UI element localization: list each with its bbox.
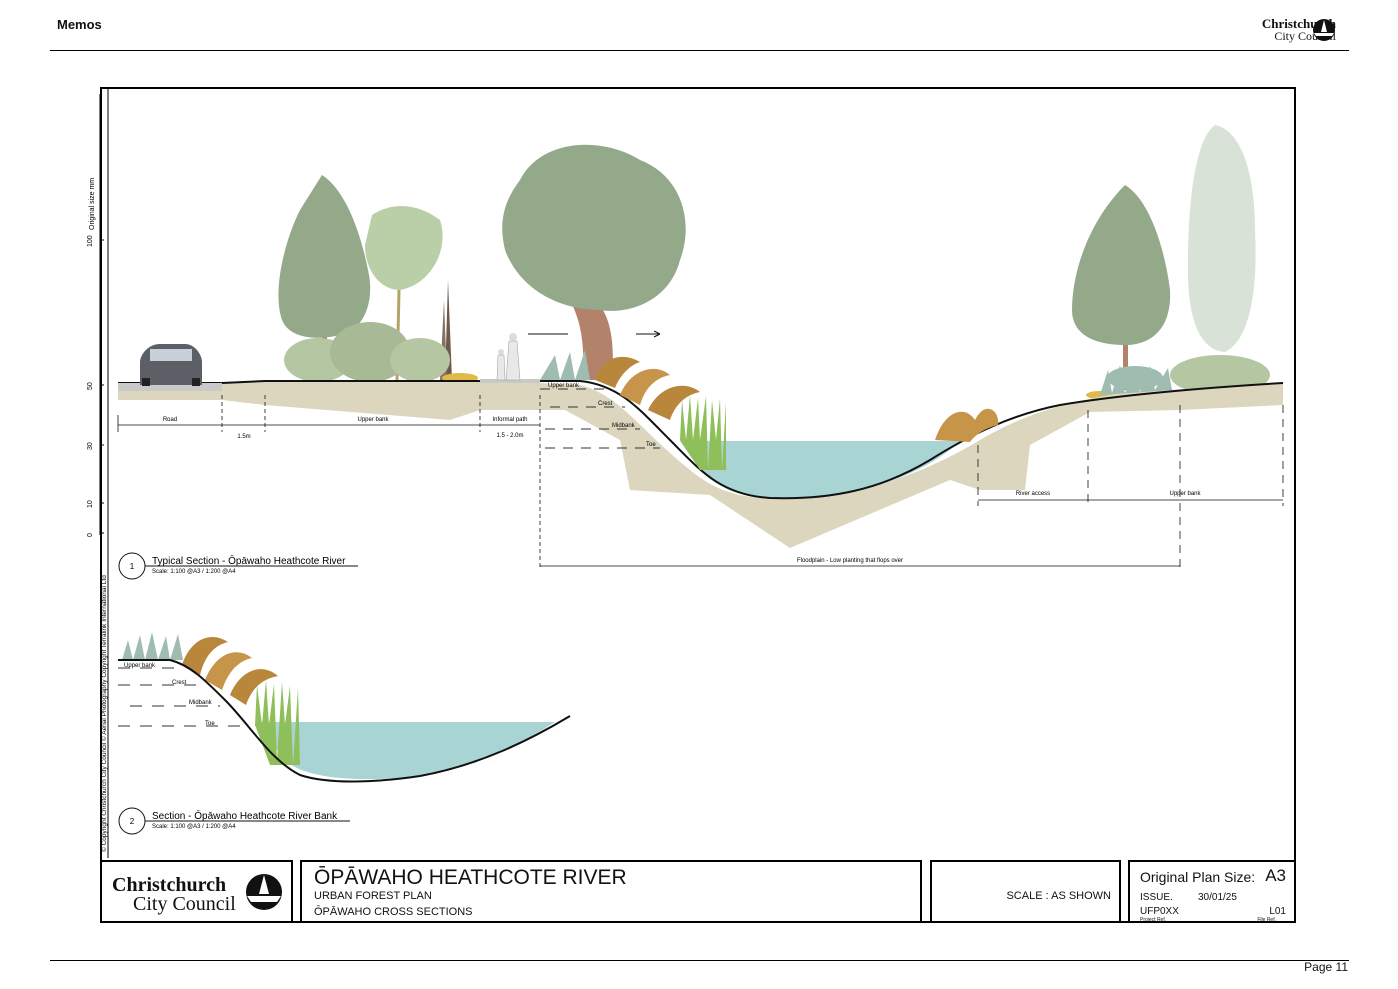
river-water <box>680 441 960 500</box>
label-upper-bank-right: Upper bank <box>1169 491 1201 497</box>
page-number: Page 11 <box>1304 960 1348 974</box>
s2-label-upper-bank: Upper bank <box>124 663 156 669</box>
section-2-number: 2 <box>130 817 135 826</box>
section-1-scale: Scale: 1:100 @A3 / 1:200 @A4 <box>152 569 236 575</box>
issue-date: 30/01/25 <box>1198 892 1237 903</box>
ruler-tick-30: 30 <box>87 442 94 450</box>
copyright-note: © Copyright Christchurch City Council © … <box>100 575 108 852</box>
label-floodplain: Floodplain - Low planting that flops ove… <box>797 558 903 564</box>
s2-label-midbank: Midbank <box>189 700 213 706</box>
plan-size-label: Original Plan Size: <box>1140 869 1256 885</box>
people-icon <box>496 333 521 381</box>
issue-label: ISSUE. <box>1140 892 1173 903</box>
road-surface <box>118 383 222 391</box>
label-midbank: Midbank <box>612 423 636 429</box>
drawing-scale: SCALE : AS SHOWN <box>1006 890 1111 902</box>
title-block-scale: SCALE : AS SHOWN <box>930 860 1121 923</box>
section-2: Upper bank Crest Midbank Toe 2 Section -… <box>118 632 571 835</box>
label-river-access: River access <box>1016 491 1050 497</box>
project-ref-label: Project Ref. <box>1140 917 1167 923</box>
drawing-title: ŌPĀWAHO HEATHCOTE RIVER <box>314 866 627 889</box>
tb-logo-line-1: Christchurch <box>112 874 227 896</box>
large-tree-centre <box>502 144 686 380</box>
section-1-number: 1 <box>130 562 135 571</box>
view-arrow-icon <box>528 330 661 338</box>
section-2-scale: Scale: 1:100 @A3 / 1:200 @A4 <box>152 824 236 830</box>
revision: L01 <box>1269 906 1286 917</box>
file-ref-label: File Ref. <box>1257 917 1276 923</box>
car-icon <box>140 344 202 386</box>
section-2-title: Section - Ōpāwaho Heathcote River Bank <box>152 810 338 822</box>
drawing-subtitle-2: ŌPĀWAHO CROSS SECTIONS <box>314 906 473 918</box>
project-ref: UFP0XX <box>1140 906 1179 917</box>
plan-size-value: A3 <box>1265 866 1286 885</box>
scale-ruler: Original size mm 100 50 30 10 0 <box>87 94 104 537</box>
title-block-info: Original Plan Size: A3 ISSUE. 30/01/25 U… <box>1128 860 1296 923</box>
s2-label-toe: Toe <box>205 721 215 727</box>
header-rule <box>50 50 1349 51</box>
cathedral-logo-icon <box>1313 19 1335 41</box>
tree-right <box>1072 185 1171 390</box>
label-road: Road <box>163 417 177 423</box>
section-2-ground-line <box>118 659 571 783</box>
section-2-water <box>255 722 555 780</box>
ruler-tick-10: 10 <box>87 500 94 508</box>
memo-header-title: Memos <box>57 17 102 32</box>
dimension-lines <box>117 395 1284 570</box>
title-block-logo: Christchurch City Council <box>100 860 293 923</box>
label-upper-bank-left: Upper bank <box>357 417 389 423</box>
title-block-title: ŌPĀWAHO HEATHCOTE RIVER URBAN FOREST PLA… <box>300 860 922 923</box>
section-1-title: Typical Section - Ōpāwaho Heathcote Rive… <box>152 555 346 567</box>
ruler-tick-50: 50 <box>87 382 94 390</box>
ruler-tick-0: 0 <box>87 533 94 537</box>
level-lines <box>540 388 660 449</box>
label-width-1: 1.5m <box>237 434 250 440</box>
ruler-label: Original size mm <box>89 178 96 230</box>
pale-tree-right <box>1188 125 1256 352</box>
label-toe: Toe <box>646 442 656 448</box>
path-surface <box>480 379 540 383</box>
drawing-subtitle-1: URBAN FOREST PLAN <box>314 890 432 902</box>
section-2-level-lines <box>118 667 240 727</box>
footer-rule <box>50 960 1349 961</box>
s2-label-crest: Crest <box>172 680 187 686</box>
bank-planting <box>540 350 1172 470</box>
label-crest: Crest <box>598 401 613 407</box>
soil-profile <box>118 381 1283 548</box>
label-upper-bank: Upper bank <box>548 383 580 389</box>
shrubs-left <box>284 322 478 383</box>
section-1: Road Upper bank Informal path 1.5m 1.5 -… <box>117 125 1284 580</box>
section-2-planting <box>122 632 300 765</box>
ruler-tick-100: 100 <box>87 235 94 247</box>
label-width-2: 1.5 - 2.0m <box>496 433 523 439</box>
tb-logo-line-2: City Council <box>133 893 236 915</box>
label-informal-path: Informal path <box>492 417 527 423</box>
cathedral-emblem-icon <box>246 874 282 910</box>
